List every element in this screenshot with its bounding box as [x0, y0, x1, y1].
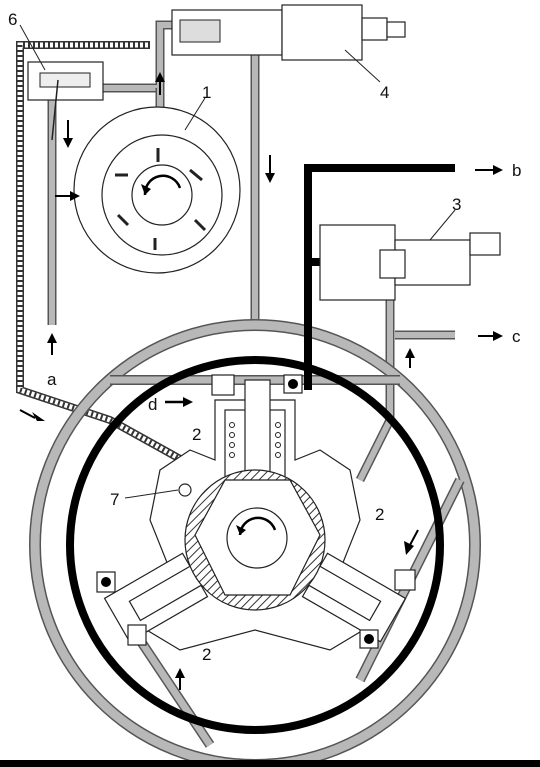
- check-valves: [96, 374, 416, 649]
- ball-valve-7: [178, 483, 192, 497]
- leader-lines: [19, 24, 456, 499]
- flow-arrows: [19, 72, 503, 690]
- pressure-valve-6: [27, 61, 104, 141]
- label-7: 7: [110, 490, 119, 509]
- solenoid-valve-4: [171, 4, 406, 61]
- valve-3: [319, 224, 501, 301]
- label-2-bottom: 2: [202, 645, 211, 664]
- label-4: 4: [380, 83, 389, 102]
- label-3: 3: [452, 195, 461, 214]
- bottom-rule: [0, 760, 540, 767]
- label-c: c: [512, 327, 521, 346]
- label-2-top: 2: [192, 425, 201, 444]
- labels: 6 1 4 3 b c a d 2 7 2 2: [8, 10, 521, 664]
- label-1: 1: [202, 83, 211, 102]
- vane-pump-1: [73, 106, 241, 274]
- label-6: 6: [8, 10, 17, 29]
- leak-return-line: [16, 41, 202, 474]
- pump-body: [103, 379, 407, 651]
- label-d: d: [148, 395, 157, 414]
- label-2-right: 2: [375, 505, 384, 524]
- label-a: a: [47, 370, 57, 389]
- label-b: b: [512, 161, 521, 180]
